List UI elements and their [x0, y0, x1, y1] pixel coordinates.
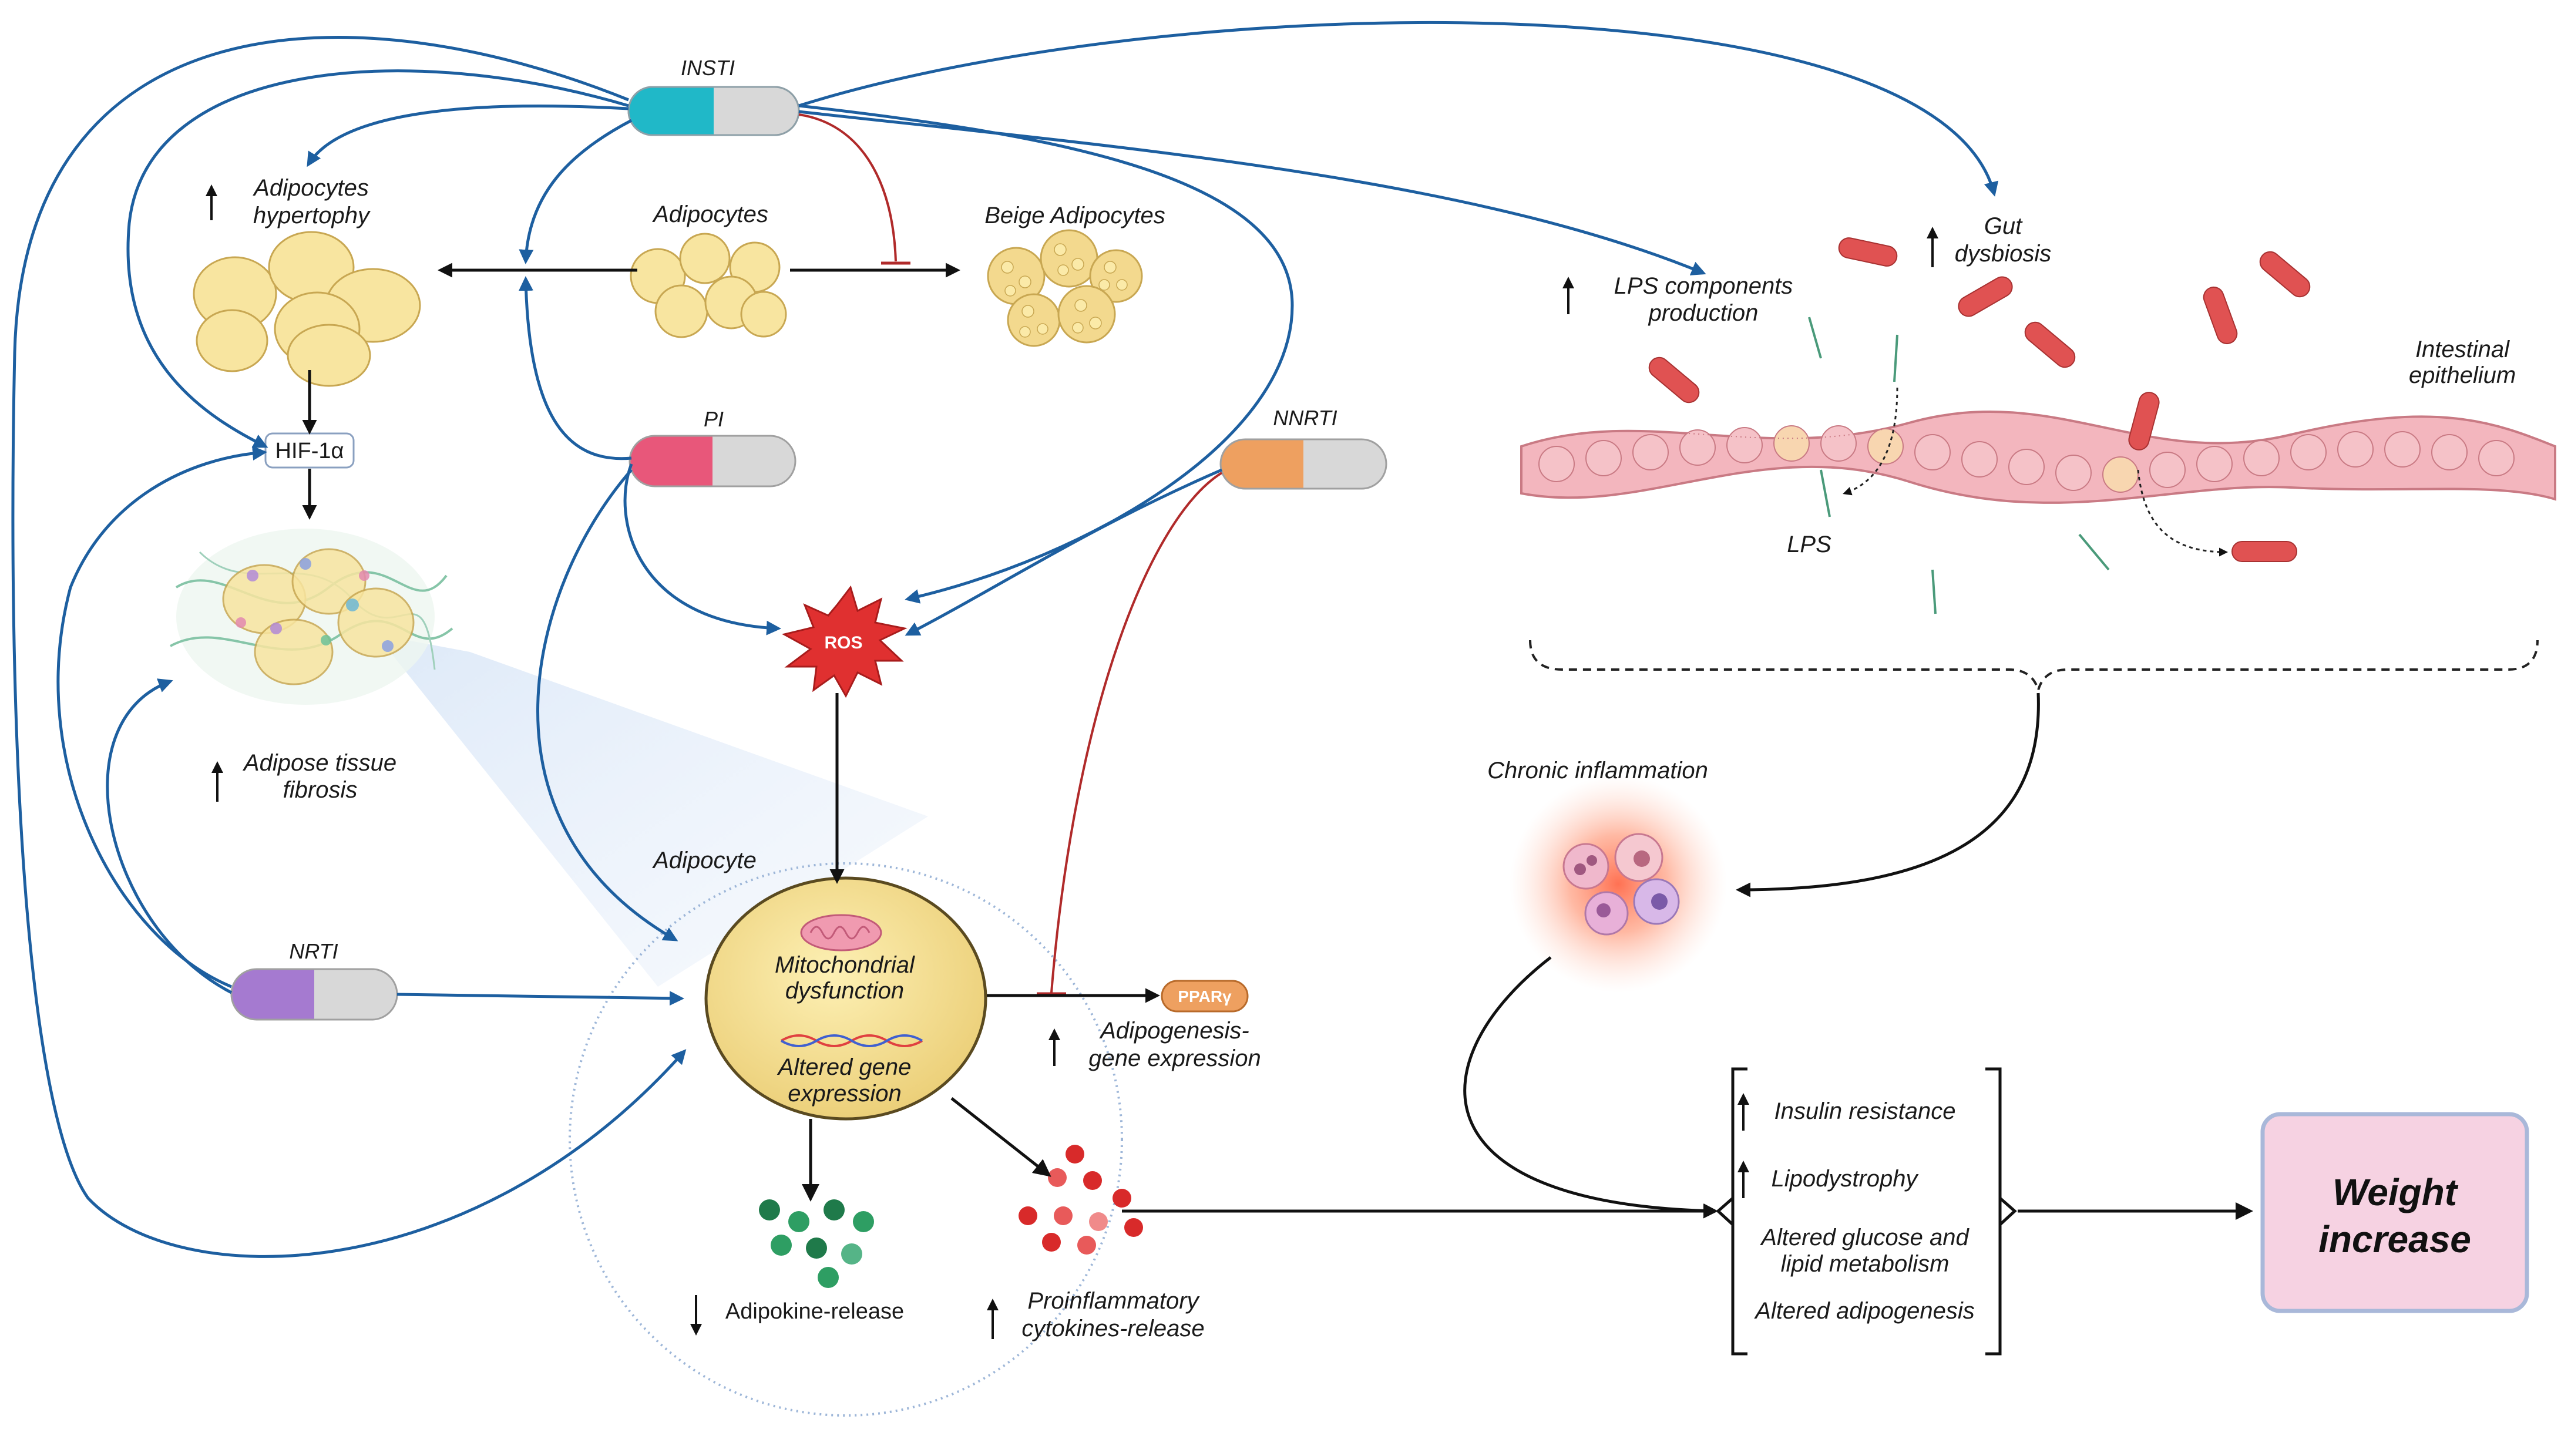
- gene-label-2: expression: [788, 1081, 901, 1107]
- arrow-insti-gut: [798, 21, 1999, 197]
- beige-label: Beige Adipocytes: [984, 203, 1165, 228]
- epithelium-label-1: Intestinal: [2415, 337, 2510, 362]
- outcome-lipodystrophy: Lipodystrophy: [1771, 1166, 1919, 1192]
- ros-burst: [781, 585, 908, 698]
- mito-label-2: dysfunction: [785, 978, 904, 1004]
- pi-capsule: [629, 435, 796, 487]
- arrow-insti-lps: [798, 110, 1706, 275]
- arrow-insti-center: [519, 119, 633, 264]
- proinflammatory-label-2: cytokines-release: [1021, 1316, 1204, 1341]
- hypertrophy-label-1: Adipocytes: [253, 175, 369, 201]
- adipocyte-detail-circle: [569, 862, 1123, 1417]
- gut-brace: [1529, 640, 2539, 695]
- nnrti-label: NNRTI: [1273, 406, 1337, 430]
- arrow-pi-adipocyte: [536, 469, 678, 941]
- nrti-label: NRTI: [289, 939, 338, 963]
- fibrosis-label-2: fibrosis: [283, 777, 358, 803]
- outcome-glucose-1: Altered glucose and: [1760, 1225, 1970, 1250]
- cytokine-dots: [1019, 1145, 1143, 1255]
- arrow-inflammation-outcomes: [1463, 956, 1718, 1219]
- inhibit-nnrti-ppar: [1050, 472, 1223, 993]
- mitochondrion-icon: [800, 914, 882, 951]
- proinflammatory-label-1: Proinflammatory: [1027, 1288, 1200, 1314]
- adipokine-label: Adipokine-release: [725, 1299, 904, 1324]
- adipokine-dots: [759, 1199, 874, 1288]
- ros-label: ROS: [824, 633, 862, 653]
- hif-label: HIF-1α: [275, 439, 344, 463]
- arrow-pi-ros: [623, 463, 781, 635]
- gut-dysbiosis-label-2: dysbiosis: [1955, 241, 2052, 267]
- adipocyte-label: Adipocyte: [652, 848, 757, 873]
- weight-increase-box: [2260, 1112, 2529, 1313]
- lps-components-label-2: production: [1648, 300, 1759, 326]
- outcomes-right-bracket: [1985, 1067, 2002, 1356]
- immune-cells-icon: [1562, 833, 1680, 936]
- insti-capsule: [627, 86, 800, 136]
- adipogenesis-label-2: gene expression: [1088, 1045, 1261, 1071]
- pi-label: PI: [704, 407, 724, 431]
- arrow-pi-center: [518, 276, 632, 460]
- inhibit-insti-beige: [798, 113, 897, 262]
- inflammation-glow: [1510, 775, 1727, 993]
- arrow-insti-ros: [798, 104, 1294, 604]
- hypertrophy-label-2: hypertophy: [253, 203, 371, 228]
- arrow-insti-hypertrophy: [307, 104, 629, 167]
- lps-components-label-1: LPS components: [1614, 273, 1793, 299]
- fibrosis-label-1: Adipose tissue: [243, 750, 396, 776]
- weight-label-line2: increase: [2318, 1218, 2471, 1260]
- outcomes-left-brace-point: [1716, 1197, 1734, 1226]
- adipocyte-cell: [704, 876, 987, 1121]
- adipocytes-label: Adipocytes: [652, 201, 768, 227]
- arrow-nrti-hif: [56, 446, 267, 988]
- nnrti-capsule: [1219, 438, 1387, 490]
- arrow-adipocyte-cytokines: [950, 1097, 1051, 1177]
- arrow-nrti-adipocyte: [396, 991, 684, 1006]
- outcome-glucose-2: lipid metabolism: [1781, 1251, 1950, 1277]
- outcomes-left-bracket: [1731, 1067, 1747, 1356]
- lps-label: LPS: [1787, 532, 1831, 557]
- mito-label-1: Mitochondrial: [775, 952, 915, 978]
- epithelium-label-2: epithelium: [2409, 362, 2516, 388]
- arrow-insti-adipocyte: [11, 36, 687, 1258]
- arrow-insti-hif: [126, 69, 629, 448]
- outcomes-right-brace-point: [1999, 1197, 2017, 1226]
- fibrosis-tissue: [170, 529, 453, 705]
- arrow-nnrti-ros: [905, 468, 1222, 636]
- intestinal-epithelium: [1520, 411, 2556, 504]
- chronic-inflammation-label: Chronic inflammation: [1487, 758, 1708, 784]
- dna-icon: [780, 1034, 923, 1047]
- arrow-nrti-fibrosis: [106, 678, 233, 994]
- lps-dotted-arrow: [1843, 387, 1898, 496]
- adipogenesis-label-1: Adipogenesis-: [1099, 1018, 1249, 1044]
- hypertrophic-adipocytes: [193, 231, 421, 387]
- outcome-insulin: Insulin resistance: [1774, 1098, 1955, 1124]
- lps-molecules: [1808, 317, 2110, 614]
- bacteria: [1648, 237, 2311, 562]
- up-arrow-icons: [206, 184, 1938, 1339]
- gene-label-1: Altered gene: [777, 1054, 912, 1080]
- beige-adipocytes-cluster: [987, 229, 1143, 347]
- outcome-adipogenesis: Altered adipogenesis: [1754, 1298, 1975, 1324]
- nrti-capsule: [230, 968, 398, 1021]
- adipocytes-cluster: [630, 233, 787, 338]
- gut-dysbiosis-label-1: Gut: [1984, 213, 2023, 239]
- arrow-gut-inflammation: [1736, 692, 2040, 897]
- ppar-pill: [1161, 980, 1249, 1013]
- weight-label-line1: Weight: [2333, 1171, 2459, 1213]
- insti-label: INSTI: [681, 56, 735, 80]
- ppar-label: PPARγ: [1178, 987, 1232, 1006]
